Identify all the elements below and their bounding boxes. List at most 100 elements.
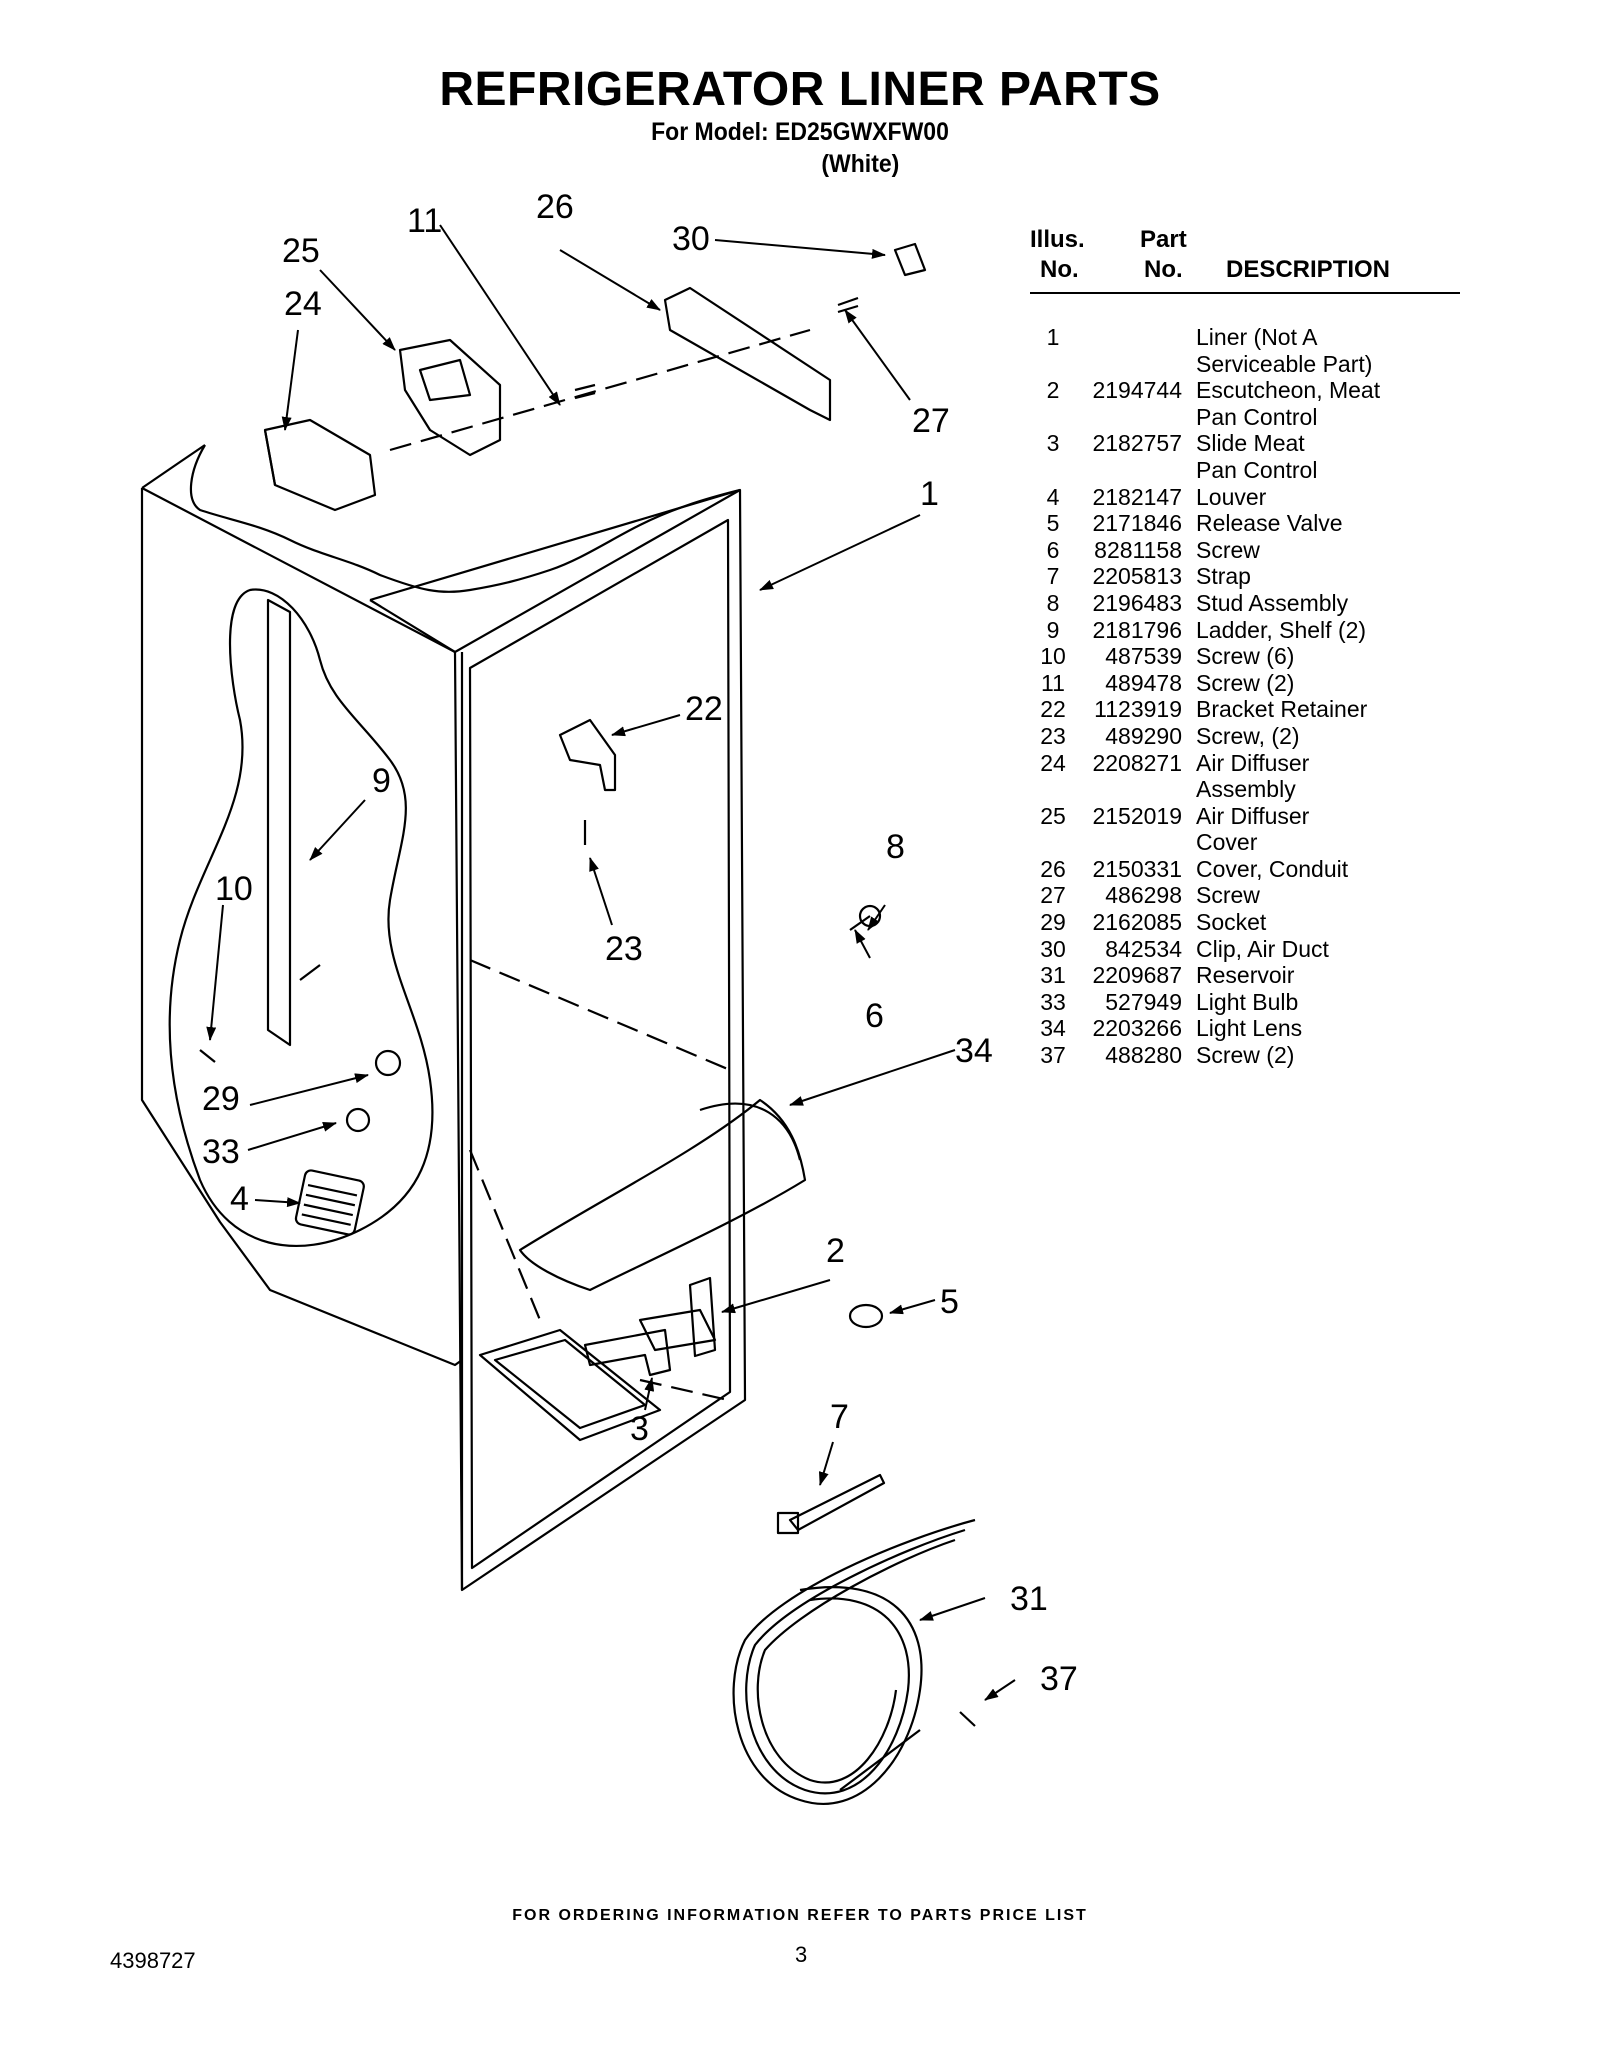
- table-row: 1 Liner (Not A: [1030, 324, 1460, 351]
- table-row: 3 2182757 Slide Meat: [1030, 430, 1460, 457]
- callout-34: 34: [955, 1032, 993, 1070]
- description: Air Diffuser: [1196, 802, 1310, 829]
- part-number: 488280: [1105, 1042, 1182, 1069]
- illus-number: 34: [1040, 1015, 1066, 1042]
- part-number: 489478: [1105, 669, 1182, 696]
- illus-number: 3: [1046, 430, 1060, 457]
- description: Screw, (2): [1196, 722, 1300, 749]
- part-number: 2209687: [1092, 962, 1182, 989]
- table-row: 6 8281158 Screw: [1030, 537, 1460, 564]
- illus-number: 9: [1046, 616, 1060, 643]
- part-number: 486298: [1105, 882, 1182, 909]
- part-number: 2196483: [1092, 589, 1182, 616]
- part-number: 2205813: [1092, 563, 1182, 590]
- header-part-bottom: No.: [1144, 256, 1183, 283]
- description: Light Bulb: [1196, 988, 1299, 1015]
- part-number: [1076, 776, 1196, 803]
- model-line: For Model: ED25GWXFW00: [651, 118, 949, 146]
- description: Reservoir: [1196, 962, 1295, 989]
- part-number: [1076, 324, 1196, 351]
- callout-3: 3: [630, 1410, 649, 1448]
- description: Screw (6): [1196, 643, 1295, 670]
- part-number: 2181796: [1092, 616, 1182, 643]
- table-row: Serviceable Part): [1030, 351, 1460, 378]
- illus-number: [1030, 351, 1076, 378]
- illus-number: [1030, 776, 1076, 803]
- illus-number: [1030, 829, 1076, 856]
- illus-number: 7: [1046, 563, 1060, 590]
- illus-number: 23: [1040, 722, 1066, 749]
- callout-labels: 11 26 30 25 24 27 1 2 2 9 8 10 23 6 34 29…: [202, 188, 1078, 1698]
- callout-23: 23: [605, 930, 643, 968]
- illus-number: 6: [1046, 536, 1060, 563]
- table-row: Pan Control: [1030, 457, 1460, 484]
- table-row: 33 527949 Light Bulb: [1030, 989, 1460, 1016]
- callout-7: 7: [830, 1398, 849, 1436]
- description: Serviceable Part): [1196, 350, 1373, 377]
- description: Slide Meat: [1196, 430, 1305, 457]
- callout-9: 9: [372, 762, 391, 800]
- callout-37: 37: [1040, 1660, 1078, 1698]
- illus-number: 26: [1040, 855, 1066, 882]
- callout-arrows: [206, 224, 1016, 1701]
- table-row: Assembly: [1030, 776, 1460, 803]
- part-number: 489290: [1105, 722, 1182, 749]
- part-number: 487539: [1105, 643, 1182, 670]
- part-number: 527949: [1105, 988, 1182, 1015]
- table-row: Cover: [1030, 829, 1460, 856]
- callout-2: 2: [826, 1232, 845, 1270]
- part-number: [1076, 404, 1196, 431]
- illus-number: 2: [1046, 377, 1060, 404]
- table-row: 10 487539 Screw (6): [1030, 643, 1460, 670]
- illus-number: 8: [1046, 589, 1060, 616]
- description: Light Lens: [1196, 1015, 1303, 1042]
- callout-29: 29: [202, 1080, 240, 1118]
- callout-1: 1: [920, 475, 939, 513]
- description: Clip, Air Duct: [1196, 935, 1329, 962]
- description: Air Diffuser: [1196, 749, 1310, 776]
- callout-25: 25: [282, 232, 320, 270]
- illus-number: 33: [1040, 988, 1066, 1015]
- part-number: [1076, 457, 1196, 484]
- illus-number: 30: [1040, 935, 1066, 962]
- callout-31: 31: [1010, 1580, 1048, 1618]
- description: Ladder, Shelf (2): [1196, 616, 1367, 643]
- description: Screw: [1196, 536, 1260, 563]
- callout-11: 11: [407, 202, 442, 240]
- description: Pan Control: [1196, 456, 1318, 483]
- description: Assembly: [1196, 776, 1296, 803]
- table-row: Pan Control: [1030, 404, 1460, 431]
- page-title: REFRIGERATOR LINER PARTS: [439, 63, 1161, 116]
- illus-number: [1030, 404, 1076, 431]
- parts-table-header: Illus. No. Part No. DESCRIPTION: [1030, 226, 1460, 294]
- liner-drawing: [140, 242, 976, 1805]
- part-number: 2194744: [1092, 377, 1182, 404]
- description: Escutcheon, Meat: [1196, 377, 1381, 404]
- header-part-top: Part: [1140, 226, 1187, 253]
- callout-24: 24: [284, 285, 322, 323]
- illus-number: 11: [1041, 669, 1065, 696]
- header-illus-bottom: No.: [1040, 256, 1079, 283]
- illus-number: 27: [1040, 882, 1066, 909]
- page-number: 3: [795, 1942, 808, 1967]
- table-row: 9 2181796 Ladder, Shelf (2): [1030, 617, 1460, 644]
- illus-number: 25: [1040, 802, 1066, 829]
- part-number: [1076, 829, 1196, 856]
- part-number: 8281158: [1094, 536, 1182, 563]
- part-number: 2182757: [1092, 430, 1182, 457]
- illus-number: 29: [1040, 909, 1066, 936]
- callout-26: 26: [536, 188, 574, 226]
- description: Liner (Not A: [1196, 324, 1318, 350]
- illus-number: 10: [1040, 643, 1066, 670]
- illus-number: 1: [1046, 324, 1060, 350]
